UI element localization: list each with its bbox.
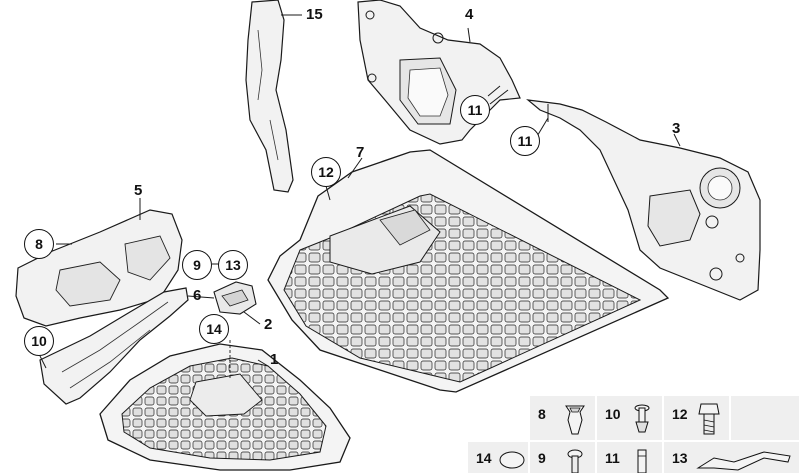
legend-cell-14: 14	[468, 442, 528, 473]
legend-cell-10: 10	[597, 396, 662, 440]
legend-number: 11	[605, 450, 620, 466]
callout-1: 1	[270, 351, 279, 368]
part-2-clip	[213, 281, 261, 325]
legend-number: 9	[538, 450, 546, 466]
part-5-bracket	[15, 198, 183, 327]
legend-cell-empty	[731, 396, 799, 440]
part-6-strip	[39, 287, 189, 405]
callout-10: 10	[24, 326, 54, 356]
callout-13: 13	[218, 250, 248, 280]
part-3-panel	[526, 99, 761, 301]
rivet-icon	[637, 449, 647, 473]
callout-2: 2	[264, 316, 273, 333]
fastener-legend: 8 10 12 14 9 11	[468, 396, 799, 473]
callout-6: 6	[193, 287, 202, 304]
part-1-lower-shield	[99, 340, 351, 471]
legend-cell-8: 8	[530, 396, 595, 440]
legend-number: 14	[476, 450, 492, 466]
callout-12: 12	[311, 157, 341, 187]
screw-icon	[567, 449, 583, 473]
legend-number: 8	[538, 406, 546, 422]
legend-cell-13: 13	[664, 442, 799, 473]
callout-8: 8	[24, 229, 54, 259]
part-15-strut	[245, 0, 302, 193]
callout-5: 5	[134, 182, 143, 199]
callout-4: 4	[465, 6, 474, 23]
seal-strip-icon	[696, 451, 791, 471]
callout-11-right: 11	[510, 126, 540, 156]
legend-cell-12: 12	[664, 396, 729, 440]
plug-cap-icon	[499, 451, 525, 469]
callout-15: 15	[306, 6, 323, 23]
legend-cell-11: 11	[597, 442, 662, 473]
expansion-rivet-icon	[565, 405, 585, 435]
bolt-icon	[698, 403, 720, 435]
push-pin-icon	[634, 404, 650, 433]
callout-7: 7	[356, 144, 365, 161]
legend-number: 12	[672, 406, 688, 422]
callout-11-upper: 11	[460, 95, 490, 125]
legend-number: 13	[672, 450, 688, 466]
callout-14: 14	[199, 314, 229, 344]
callout-9: 9	[182, 250, 212, 280]
part-4-panel	[357, 0, 521, 145]
callout-3: 3	[672, 120, 681, 137]
part-7-underbody-shield	[267, 149, 670, 393]
legend-number: 10	[605, 406, 621, 422]
legend-cell-9: 9	[530, 442, 595, 473]
